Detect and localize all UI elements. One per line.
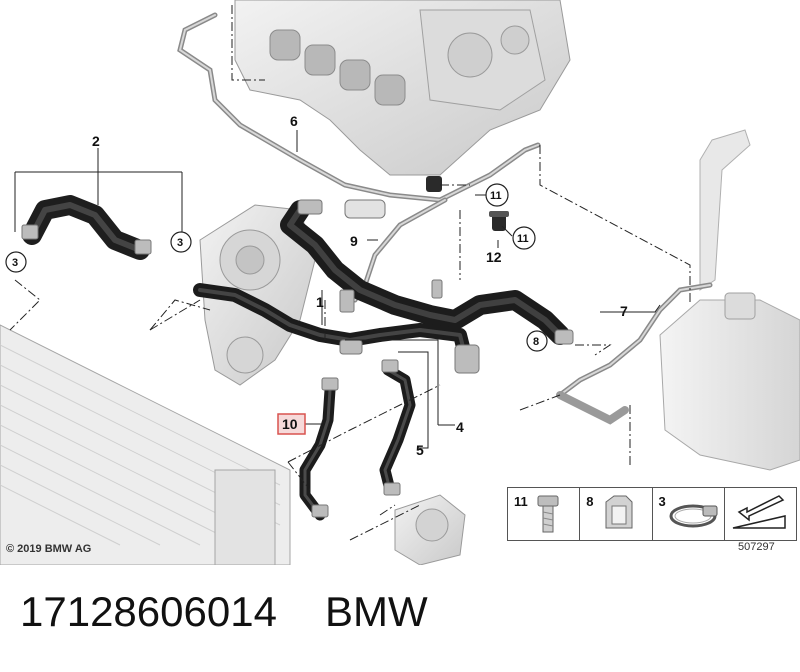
callout-5: 5 bbox=[416, 442, 424, 458]
callout-11-lower: 11 bbox=[512, 226, 536, 250]
svg-text:3: 3 bbox=[12, 257, 18, 269]
legend-item-wedge[interactable] bbox=[725, 488, 796, 540]
callout-1: 1 bbox=[316, 294, 324, 310]
dashed-leader-lines bbox=[9, 5, 691, 541]
hose-clamp-icon bbox=[669, 504, 717, 528]
legend-item-clip[interactable]: 8 bbox=[580, 488, 653, 540]
brand-name: BMW bbox=[324, 588, 428, 635]
legend-number: 8 bbox=[586, 494, 594, 509]
callout-10-highlighted[interactable]: 10 bbox=[277, 413, 306, 435]
thermostat-housing bbox=[394, 494, 466, 565]
callout-4: 4 bbox=[456, 419, 464, 435]
part-caption: 17128606014 BMW bbox=[20, 588, 476, 636]
svg-text:10: 10 bbox=[282, 416, 298, 432]
radiator bbox=[0, 324, 291, 565]
diagram-id: 507297 bbox=[738, 541, 775, 553]
engine-block bbox=[234, 0, 571, 176]
callout-6: 6 bbox=[290, 113, 298, 129]
svg-text:8: 8 bbox=[533, 336, 539, 348]
bolt-icon bbox=[537, 495, 559, 533]
parts-legend: 11 8 3 bbox=[507, 487, 797, 541]
copyright-notice: © 2019 BMW AG bbox=[6, 543, 92, 555]
legend-item-bolt[interactable]: 11 bbox=[508, 488, 581, 540]
svg-text:11: 11 bbox=[490, 190, 502, 202]
callout-3-right: 3 bbox=[170, 231, 192, 253]
cooling-hoses-diagram: 2 6 1 9 7 12 4 5 3 3 8 11 11 10 bbox=[0, 0, 800, 565]
callout-labels: 2 6 1 9 7 12 4 5 3 3 8 11 11 10 bbox=[5, 113, 628, 458]
wedge-arrow-icon bbox=[732, 495, 786, 529]
part-number: 17128606014 bbox=[20, 588, 277, 635]
svg-text:3: 3 bbox=[177, 237, 183, 249]
callout-9: 9 bbox=[350, 233, 358, 249]
legend-number: 11 bbox=[514, 494, 528, 509]
legend-number: 3 bbox=[658, 494, 666, 509]
callout-2: 2 bbox=[92, 133, 100, 149]
expansion-tank bbox=[659, 129, 800, 471]
hose-clamps bbox=[21, 199, 574, 518]
svg-text:11: 11 bbox=[517, 233, 529, 245]
callout-7: 7 bbox=[620, 303, 628, 319]
callout-3-left: 3 bbox=[5, 251, 27, 273]
callout-leader-lines bbox=[14, 130, 661, 449]
clip-icon bbox=[605, 495, 633, 529]
coolant-hoses bbox=[22, 195, 570, 521]
callout-11-upper: 11 bbox=[485, 183, 509, 207]
water-pump-housing bbox=[199, 204, 316, 386]
legend-item-hose-clamp[interactable]: 3 bbox=[653, 488, 725, 540]
callout-8: 8 bbox=[526, 330, 548, 352]
callout-12: 12 bbox=[486, 249, 502, 265]
